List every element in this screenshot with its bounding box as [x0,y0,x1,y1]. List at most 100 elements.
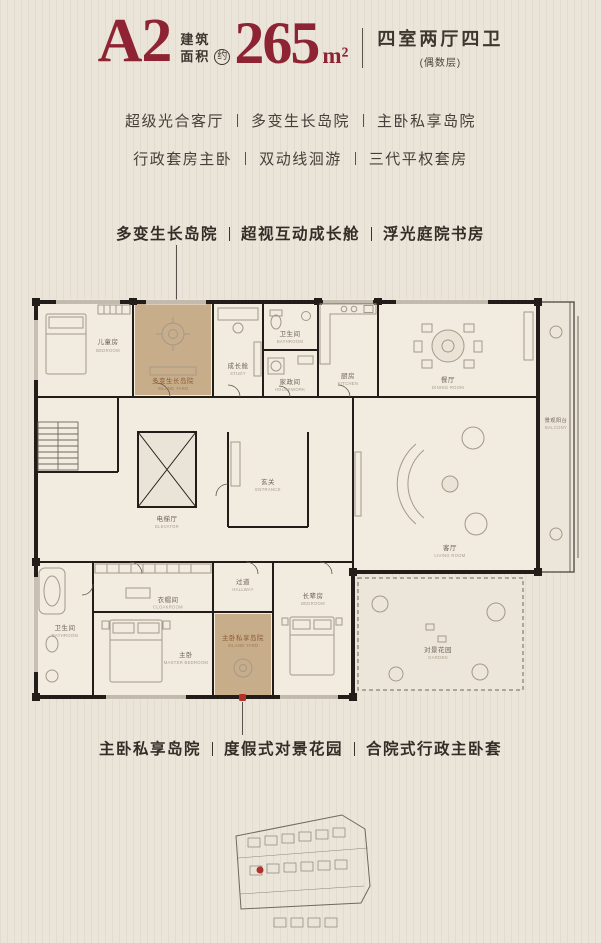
room-label-en: KITCHEN [338,381,358,386]
feature-item: 多变生长岛院 [250,113,350,130]
kid-bed-symbol [45,313,87,375]
garden-area [357,577,524,691]
room-label-en: BALCONY [545,425,567,430]
site-buildings [247,827,348,928]
area-label: 建筑 面积 [180,32,210,65]
console-symbol [230,441,241,487]
separator [371,226,372,241]
separator [228,226,230,241]
plan-body [36,302,538,697]
room-label-en: DINING ROOM [432,385,464,390]
room-label: 电梯厅 [157,514,178,523]
feature-item: 双动线洄游 [259,151,342,168]
separator [245,152,247,165]
room-label: 客厅 [443,543,457,552]
leader-line-bottom [242,702,243,735]
wardrobe-ticks [103,305,123,314]
approx-badge: 约 [214,48,231,65]
room-label-en: ISLAND YARD [228,643,259,648]
room-label: 过道 [236,577,250,586]
room-label-en: ELEVATOR [155,524,179,529]
bench-symbol [149,366,197,376]
dining-table-symbol [413,323,483,369]
room-label: 儿童房 [98,337,119,346]
kitchen-counter-symbol [319,303,377,365]
interior-walls [36,302,538,697]
room-label-en: HALLWAY [232,587,253,592]
separator [236,114,238,127]
room-label: 玄关 [261,477,275,486]
sideboard-symbol [523,311,534,361]
wall-piers [32,298,542,701]
area-value: 265 [234,9,320,76]
room-label-en: BEDROOM [301,601,325,606]
feature-list: 超级光合客厅多变生长岛院主卧私享岛院 行政套房主卧双动线洄游三代平权套房 [0,110,601,186]
highlight-room-bottom [215,614,271,695]
room-label-en: BATHROOM [277,339,303,344]
callout-item: 主卧私享岛院 [98,741,201,758]
balcony-plant [549,325,563,339]
room-label-en: LIVING ROOM [434,553,465,558]
plan-code: A2 [97,7,173,75]
feature-item: 三代平权套房 [368,151,468,168]
feature-line-1: 超级光合客厅 多变生长岛院 主卧私享岛院 [0,110,601,131]
feature-item: 超级光合客厅 [124,113,224,130]
floor-note: (偶数层) [419,57,462,69]
plan-header: A2 建筑 面积 约 265 m² 四室两厅四卫 (偶数层) [0,7,601,76]
rooms-count-text: 四室两厅四卫 [377,28,504,49]
feature-line-2: 行政套房主卧双动线洄游三代平权套房 [0,148,601,169]
callout-top: 多变生长岛院 超视互动成长舱 浮光庭院书房 [0,222,601,244]
layout-desc: 四室两厅四卫 (偶数层) [377,25,503,69]
wardrobe-symbol [97,304,131,315]
room-labels: 儿童房 BEDROOM 多变生长岛院 ISLAND YARD 成长舱 STUDY… [52,329,568,665]
callout-item: 多变生长岛院 [115,226,218,243]
room-label: 家政间 [280,377,301,386]
plan-marker-dot [239,694,246,701]
stairs [37,421,79,471]
room-label: 卫生间 [280,329,301,338]
leader-line-top [176,245,177,333]
balcony-plant [549,527,563,541]
door-swings [81,382,351,596]
separator [363,114,364,127]
callout-bottom: 主卧私享岛院 度假式对景花园 合院式行政主卧套 [0,737,601,759]
closet-symbol [94,563,212,599]
separator [354,152,356,165]
sofa-symbol [396,426,488,536]
area-label-line1: 建筑 [180,32,211,48]
balcony-structure [537,301,579,573]
room-label: 成长舱 [228,361,249,370]
garden-trees [371,595,506,682]
feature-item: 主卧私享岛院 [377,113,477,130]
furniture [38,303,563,683]
callout-item: 合院式行政主卧套 [366,741,503,758]
room-label: 主卧 [179,650,193,659]
callout-item: 浮光庭院书房 [383,226,486,243]
room-label-en: BATHROOM [52,633,78,638]
room-label-en: ENTRANCE [255,487,280,492]
separator [354,741,355,756]
callout-item: 超视互动成长舱 [240,226,360,243]
toilet-symbol [269,309,311,330]
room-label-en: STUDY [230,371,246,376]
room-label-en: HOUSEWORK [275,387,306,392]
plant-symbol [156,317,190,351]
callout-item: 度假式对景花园 [223,741,343,758]
room-label-en: CLOAKROOM [153,605,183,610]
header-divider [362,27,364,68]
siteplan-svg [235,814,371,928]
courtyard-plant-symbol [233,658,253,678]
room-label: 衣帽间 [158,595,179,604]
room-label: 主卧私享岛院 [222,633,264,642]
elder-bed-symbol [281,616,343,676]
room-label: 对景花园 [424,645,452,654]
room-label-en: MASTER BEDROOM [164,660,209,665]
floorplan-svg: 儿童房 BEDROOM 多变生长岛院 ISLAND YARD 成长舱 STUDY… [32,298,579,701]
room-label-en: ISLAND YARD [158,386,189,391]
desk-symbol [217,307,262,377]
separator [211,741,213,756]
room-label: 景观阳台 [545,416,568,424]
windows [33,299,488,700]
room-label: 多变生长岛院 [152,376,194,385]
